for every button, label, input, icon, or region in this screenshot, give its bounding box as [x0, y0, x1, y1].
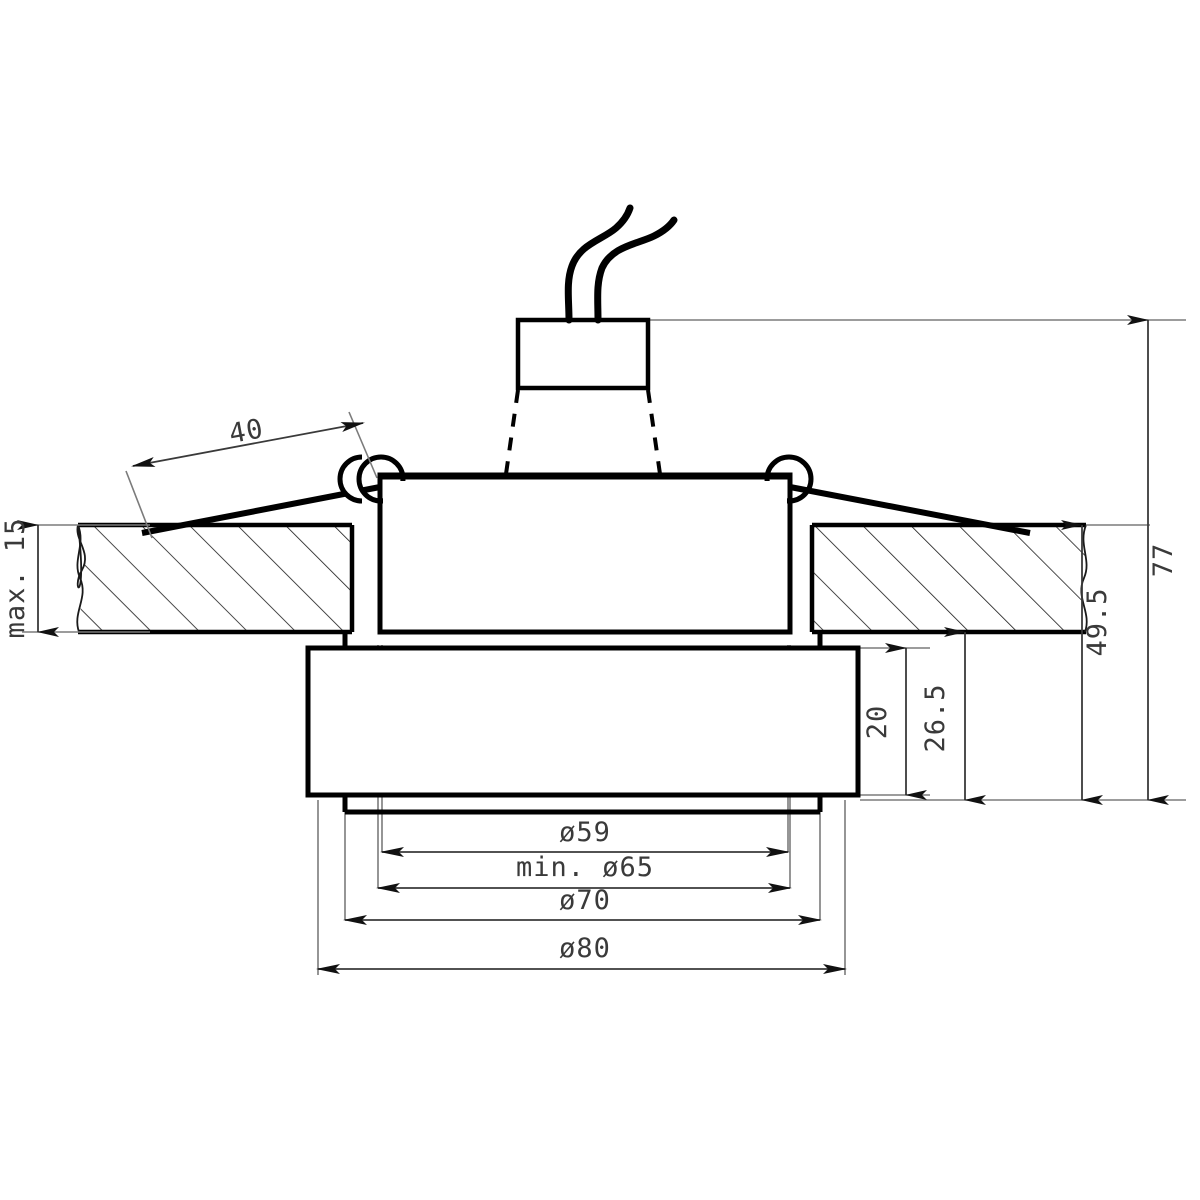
- power-wire-left: [564, 204, 634, 324]
- dimension-label-min-d65: min. ø65: [516, 852, 654, 883]
- dimension-cutout-min-65: min. ø65: [376, 852, 792, 893]
- dimension-total-height-77: 77: [1127, 315, 1179, 805]
- dimension-diameter-59: ø59: [380, 817, 790, 857]
- terminal-box-dashed-skirt: [504, 389, 662, 475]
- dimension-label-49-5: 49.5: [1082, 587, 1113, 656]
- dimension-diameter-70: ø70: [343, 885, 822, 925]
- dimension-height-49-5: 49.5: [1061, 520, 1113, 805]
- dimension-bezel-height-20: 20: [862, 643, 927, 800]
- power-wire-right: [594, 216, 678, 324]
- dimension-label-max-15: max. 15: [0, 518, 31, 639]
- spring-clip-right: [764, 454, 1031, 536]
- dimension-spring-arm-40: 40: [125, 411, 378, 539]
- dimension-label-40: 40: [227, 413, 267, 450]
- pivot-mask: [383, 481, 787, 505]
- dimension-label-77: 77: [1148, 543, 1179, 578]
- dimension-label-20: 20: [862, 705, 893, 740]
- dimension-height-26-5: 26.5: [920, 627, 986, 805]
- dimension-label-d70: ø70: [559, 885, 611, 916]
- bezel-ring: [305, 632, 861, 815]
- ceiling-section-right: [809, 522, 1088, 635]
- dimension-label-d80: ø80: [559, 933, 611, 964]
- dimension-label-26-5: 26.5: [920, 683, 951, 752]
- dimension-ceiling-thickness: max. 15: [0, 518, 59, 639]
- ceiling-section-left: [76, 522, 355, 635]
- terminal-box: [515, 317, 651, 391]
- dimension-diameter-80: ø80: [316, 933, 847, 974]
- spring-clip-left: [141, 454, 406, 536]
- dimension-label-d59: ø59: [559, 817, 611, 848]
